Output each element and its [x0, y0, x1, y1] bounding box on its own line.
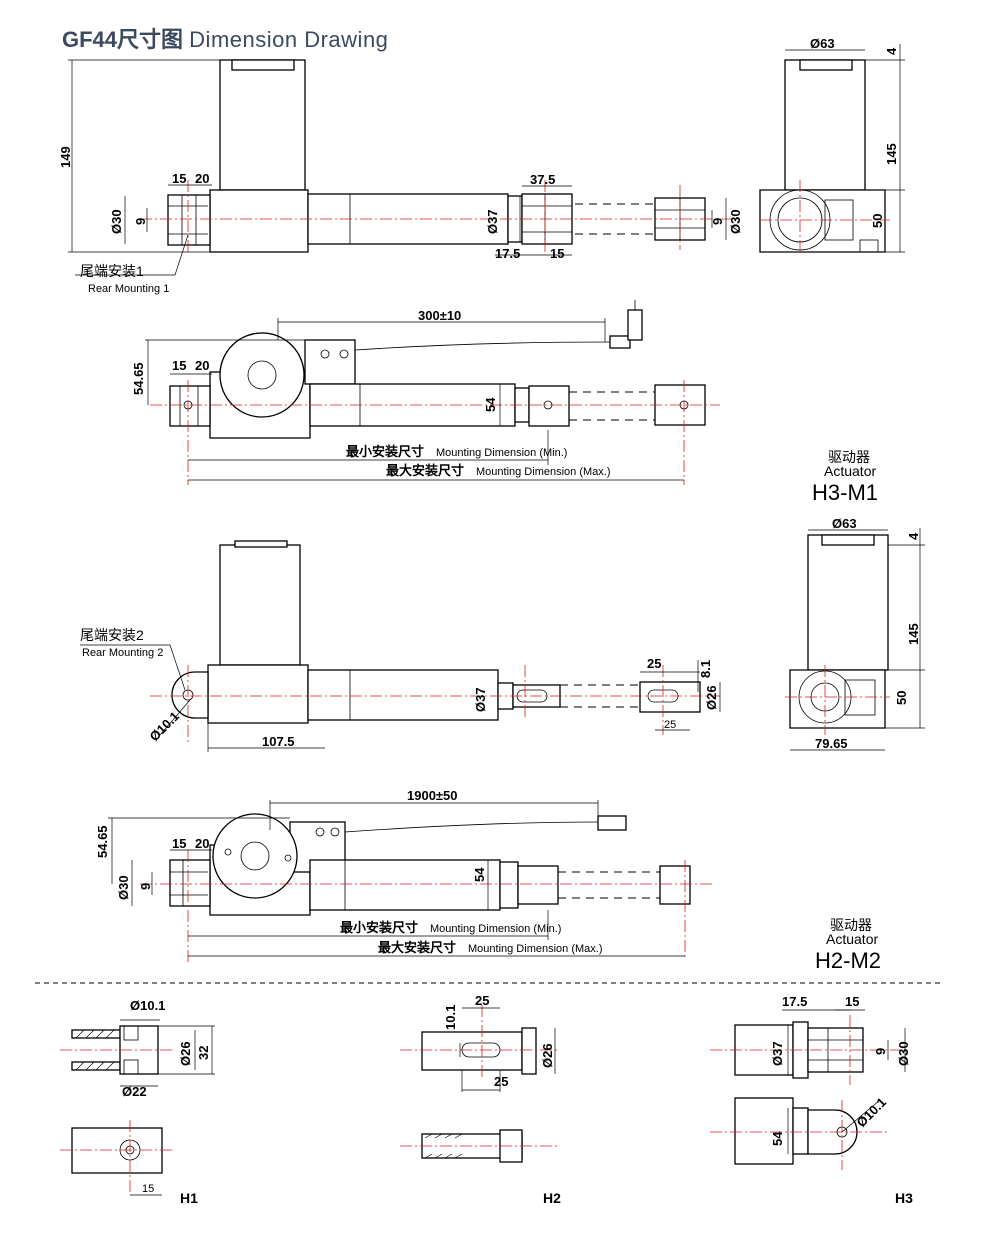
dim-15b: 15: [550, 246, 564, 261]
h3-dim-15: 15: [845, 994, 859, 1009]
dim-54b: 54: [472, 867, 487, 882]
dim-15a: 15: [172, 171, 186, 186]
actuator-2-en: Actuator: [826, 931, 878, 947]
mounting-max-en-2: Mounting Dimension (Max.): [468, 943, 603, 955]
dim-9b: 9: [710, 218, 725, 225]
section-label-h2: H2: [543, 1190, 561, 1206]
dim-9c: 9: [138, 883, 153, 890]
mounting-min-en-1: Mounting Dimension (Min.): [436, 447, 567, 459]
dim-63a: Ø63: [810, 36, 835, 51]
section-label-h3: H3: [895, 1190, 913, 1206]
dim-20a: 20: [195, 171, 209, 186]
dim-375: 37.5: [530, 172, 555, 187]
rear-mounting-1-en: Rear Mounting 1: [88, 283, 169, 295]
actuator-1-cn: 驱动器: [828, 449, 870, 465]
view-6-top: [108, 800, 715, 965]
dim-15c: 15: [172, 358, 186, 373]
dim-300: 300±10: [418, 308, 461, 323]
h1-dim-32: 32: [196, 1046, 211, 1060]
actuator-2-code: H2-M2: [815, 948, 881, 973]
dim-20c: 20: [195, 358, 209, 373]
dim-5465b: 54.65: [95, 825, 110, 858]
mounting-max-cn-2: 最大安装尺寸: [378, 940, 456, 955]
dim-101a: Ø10.1: [147, 708, 183, 744]
view-5-end: [785, 528, 925, 751]
dim-25a: 25: [647, 656, 661, 671]
dim-54a: 54: [483, 397, 498, 412]
section-h1: [60, 1019, 215, 1196]
h2-dim-25a: 25: [475, 993, 489, 1008]
h1-dim-15: 15: [142, 1183, 154, 1195]
dim-145a: 145: [884, 143, 899, 165]
h3-dim-9: 9: [873, 1048, 888, 1055]
view-1-side: [68, 59, 740, 276]
actuator-2-cn: 驱动器: [830, 917, 872, 933]
dim-26a: Ø26: [704, 685, 719, 710]
mounting-max-en-1: Mounting Dimension (Max.): [476, 466, 611, 478]
dim-149: 149: [58, 146, 73, 168]
rear-mounting-2-en: Rear Mounting 2: [82, 647, 163, 659]
view-2-end: [759, 44, 905, 255]
dim-30a: Ø30: [109, 209, 124, 234]
title-cn: 尺寸图: [117, 27, 184, 52]
dim-5465a: 54.65: [131, 362, 146, 395]
h1-dim-101: Ø10.1: [130, 998, 165, 1013]
h1-dim-26: Ø26: [178, 1041, 193, 1066]
mounting-min-cn-1: 最小安装尺寸: [346, 444, 424, 459]
mounting-min-cn-2: 最小安装尺寸: [340, 920, 418, 935]
dim-175a: 17.5: [495, 246, 520, 261]
view-3-top: [145, 300, 720, 485]
dim-1075: 107.5: [262, 734, 295, 749]
dim-37b: Ø37: [473, 687, 488, 712]
dim-81: 8.1: [698, 660, 713, 678]
dim-15d: 15: [172, 836, 186, 851]
dim-63b: Ø63: [832, 516, 857, 531]
view-4-side: [80, 540, 721, 752]
actuator-1-code: H3-M1: [812, 480, 878, 505]
rear-mounting-1-cn: 尾端安装1: [80, 263, 144, 279]
h2-dim-26: Ø26: [540, 1043, 555, 1068]
h2-dim-101: 10.1: [443, 1005, 458, 1030]
h3-dim-30: Ø30: [896, 1041, 911, 1066]
h3-dim-37: Ø37: [770, 1041, 785, 1066]
title-model: GF44: [62, 27, 118, 52]
dim-50a: 50: [870, 214, 885, 228]
h3-dim-175: 17.5: [782, 994, 807, 1009]
dim-145b: 145: [906, 623, 921, 645]
dim-20d: 20: [195, 836, 209, 851]
dim-30b: Ø30: [728, 209, 743, 234]
dim-37a: Ø37: [485, 209, 500, 234]
dim-9a: 9: [133, 218, 148, 225]
dim-30c: Ø30: [116, 875, 131, 900]
h3-dim-54: 54: [770, 1131, 785, 1146]
mounting-max-cn-1: 最大安装尺寸: [386, 463, 464, 478]
dim-1900: 1900±50: [407, 788, 458, 803]
actuator-1-en: Actuator: [824, 463, 876, 479]
dim-4a: 4: [884, 47, 899, 55]
dim-25b: 25: [664, 719, 676, 731]
section-h2: [400, 1005, 560, 1163]
title-en: Dimension Drawing: [189, 27, 389, 52]
page-title: GF44尺寸图 Dimension Drawing: [62, 22, 388, 54]
h2-dim-25b: 25: [494, 1074, 508, 1089]
dim-4b: 4: [906, 532, 921, 540]
dim-50b: 50: [894, 691, 909, 705]
section-label-h1: H1: [180, 1190, 198, 1206]
h3-dim-101: Ø10.1: [854, 1094, 890, 1130]
rear-mounting-2-cn: 尾端安装2: [80, 627, 144, 643]
dim-7965: 79.65: [815, 736, 848, 751]
mounting-min-en-2: Mounting Dimension (Min.): [430, 923, 561, 935]
section-h3: [710, 1009, 906, 1170]
h1-dim-22: Ø22: [122, 1084, 147, 1099]
